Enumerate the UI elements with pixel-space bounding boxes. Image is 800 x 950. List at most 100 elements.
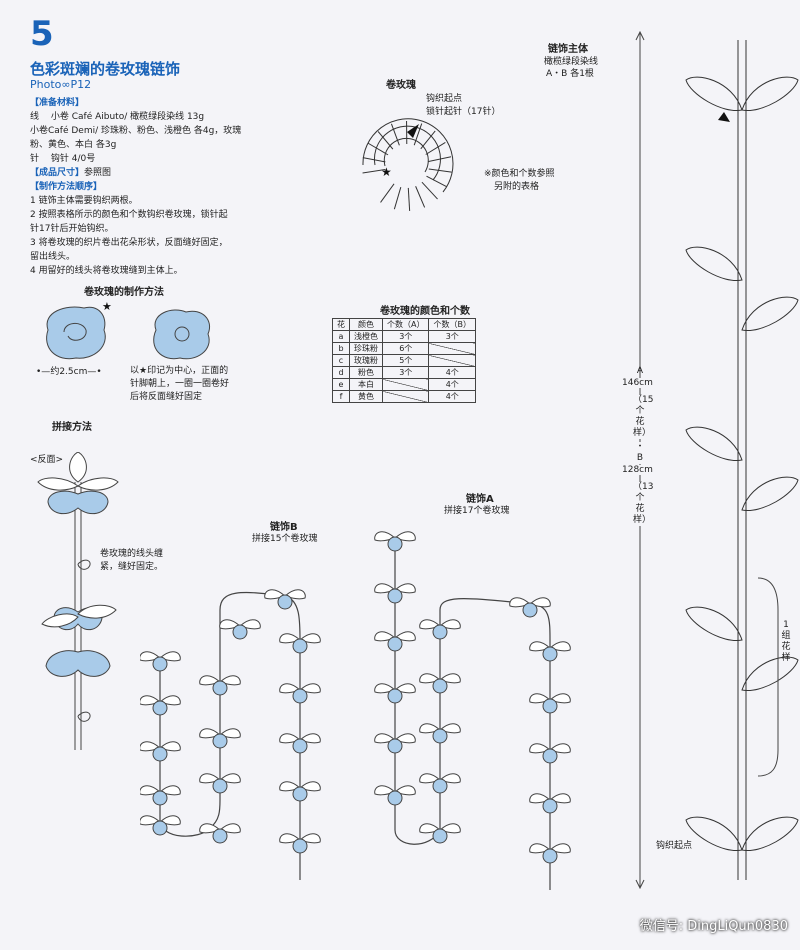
joining-note-1: 卷玫瑰的线头缠	[100, 549, 164, 559]
rose-method-desc-2: 针脚朝上，一圈一圈卷好	[130, 379, 230, 389]
chain-rose	[292, 838, 308, 854]
chain-b-desc: 拼接15个卷玫瑰	[252, 534, 318, 544]
chain-rose	[432, 624, 448, 640]
main-leaf	[685, 246, 743, 281]
page-title: 色彩斑斓的卷玫瑰链饰	[30, 60, 181, 78]
rose-center-star: ★	[381, 165, 392, 179]
main-leaf	[741, 816, 799, 851]
step-3b: 留出线头。	[30, 252, 76, 262]
chain-rose	[152, 700, 168, 716]
header-count-b: 个数（B）	[428, 318, 476, 331]
chain-rose	[432, 728, 448, 744]
main-leaf	[685, 606, 743, 641]
rose-stitch	[380, 183, 395, 203]
chain-a-title: 链饰A	[466, 494, 494, 505]
a-motifs: （15个花样）	[633, 395, 654, 439]
main-body-start: 钩织起点	[656, 841, 693, 851]
joining-top-petal	[69, 452, 87, 483]
chain-rose	[542, 748, 558, 764]
rose-method-desc-3: 后将反面缝好固定	[130, 392, 203, 402]
header-flower: 花	[332, 318, 350, 331]
rose-method-title: 卷玫瑰的制作方法	[84, 287, 164, 298]
a-label: A	[636, 366, 644, 376]
chain-rose	[432, 678, 448, 694]
main-body-chart	[685, 40, 799, 880]
joining-right-petal	[77, 477, 119, 491]
chain-rose	[542, 798, 558, 814]
step-3a: 3 将卷玫瑰的织片卷出花朵形状，反面缝好固定，	[30, 238, 228, 248]
yarn-line-2: 小卷Café Demi/ 珍珠粉、粉色、浅橙色 各4g，玫瑰	[30, 126, 242, 136]
rose-method-illustration: ★	[46, 300, 210, 360]
header-count-a: 个数（A）	[381, 318, 430, 331]
rose-stitch	[415, 186, 426, 208]
chain-rose	[432, 778, 448, 794]
main-leaf	[685, 426, 743, 461]
chain-rose	[387, 636, 403, 652]
chain-layout-diagram	[140, 531, 571, 890]
rose-stitch	[367, 142, 389, 156]
rose-spiral-line	[63, 323, 87, 341]
rose-start-note-2: 锁针起针（17针）	[426, 107, 501, 117]
rose-size: •—约2.5cm—•	[36, 367, 102, 377]
yarn-line-3: 粉、黄色、本白 各3g	[30, 140, 117, 150]
rose-stitch	[426, 175, 448, 188]
joining-note-2: 紧，缝好固定。	[100, 562, 164, 572]
main-leaf	[741, 296, 799, 331]
step-2b: 针17针后开始钩织。	[30, 224, 114, 234]
chain-rose	[292, 738, 308, 754]
rose-start-note-1: 钩织起点	[426, 94, 463, 104]
rose-stitch	[413, 123, 423, 146]
chain-rose	[387, 688, 403, 704]
a-length: 146cm	[622, 378, 653, 388]
section-size: 【成品尺寸】	[30, 168, 85, 178]
chain-rose	[292, 638, 308, 654]
joining-thread-loop	[77, 559, 91, 570]
chain-rose	[292, 688, 308, 704]
main-leaf	[685, 816, 743, 851]
chain-a-desc: 拼接17个卷玫瑰	[444, 506, 510, 516]
rose-method-star: ★	[102, 300, 112, 313]
section-materials: 【准备材料】	[30, 98, 85, 108]
rose-start-arrow	[407, 124, 419, 138]
chain-rose	[152, 656, 168, 672]
main-leaf	[685, 76, 743, 111]
rose-chart-title: 卷玫瑰	[386, 80, 416, 91]
main-leaf	[741, 656, 799, 691]
step-4: 4 用留好的线头将卷玫瑰缝到主体上。	[30, 266, 183, 276]
chain-rose	[292, 786, 308, 802]
rose-stitch	[425, 142, 446, 155]
color-table-title: 卷玫瑰的颜色和个数	[380, 306, 470, 317]
rose-stitch	[390, 123, 400, 146]
joining-left-petal	[37, 477, 79, 491]
chain-a-path	[394, 538, 551, 890]
rose-stitch	[407, 187, 411, 211]
section-steps: 【制作方法顺序】	[30, 182, 103, 192]
chain-rose	[542, 646, 558, 662]
dot-separator: ・	[633, 442, 647, 453]
rose-stitch	[420, 130, 436, 150]
chain-rose	[152, 790, 168, 806]
chain-rose	[432, 828, 448, 844]
chain-rose	[212, 733, 228, 749]
chain-rose	[152, 746, 168, 762]
chain-rose	[542, 698, 558, 714]
joining-illustration	[37, 452, 119, 750]
rose-stitch	[428, 168, 452, 173]
main-body-count: A・B 各1根	[546, 69, 594, 79]
chain-rose	[152, 820, 168, 836]
b-motifs: （13个花样）	[633, 482, 654, 526]
pattern-bracket	[757, 577, 779, 777]
main-body-arrow	[718, 112, 730, 122]
main-leaf	[741, 76, 799, 111]
chain-rose	[387, 588, 403, 604]
rose-flat-shape	[46, 306, 106, 360]
rose-stitch	[377, 131, 394, 150]
chain-rose	[387, 738, 403, 754]
chain-rose	[212, 828, 228, 844]
rose-method-desc-1: 以★印记为中心，正面的	[130, 366, 229, 376]
rose-stitch	[421, 181, 438, 200]
